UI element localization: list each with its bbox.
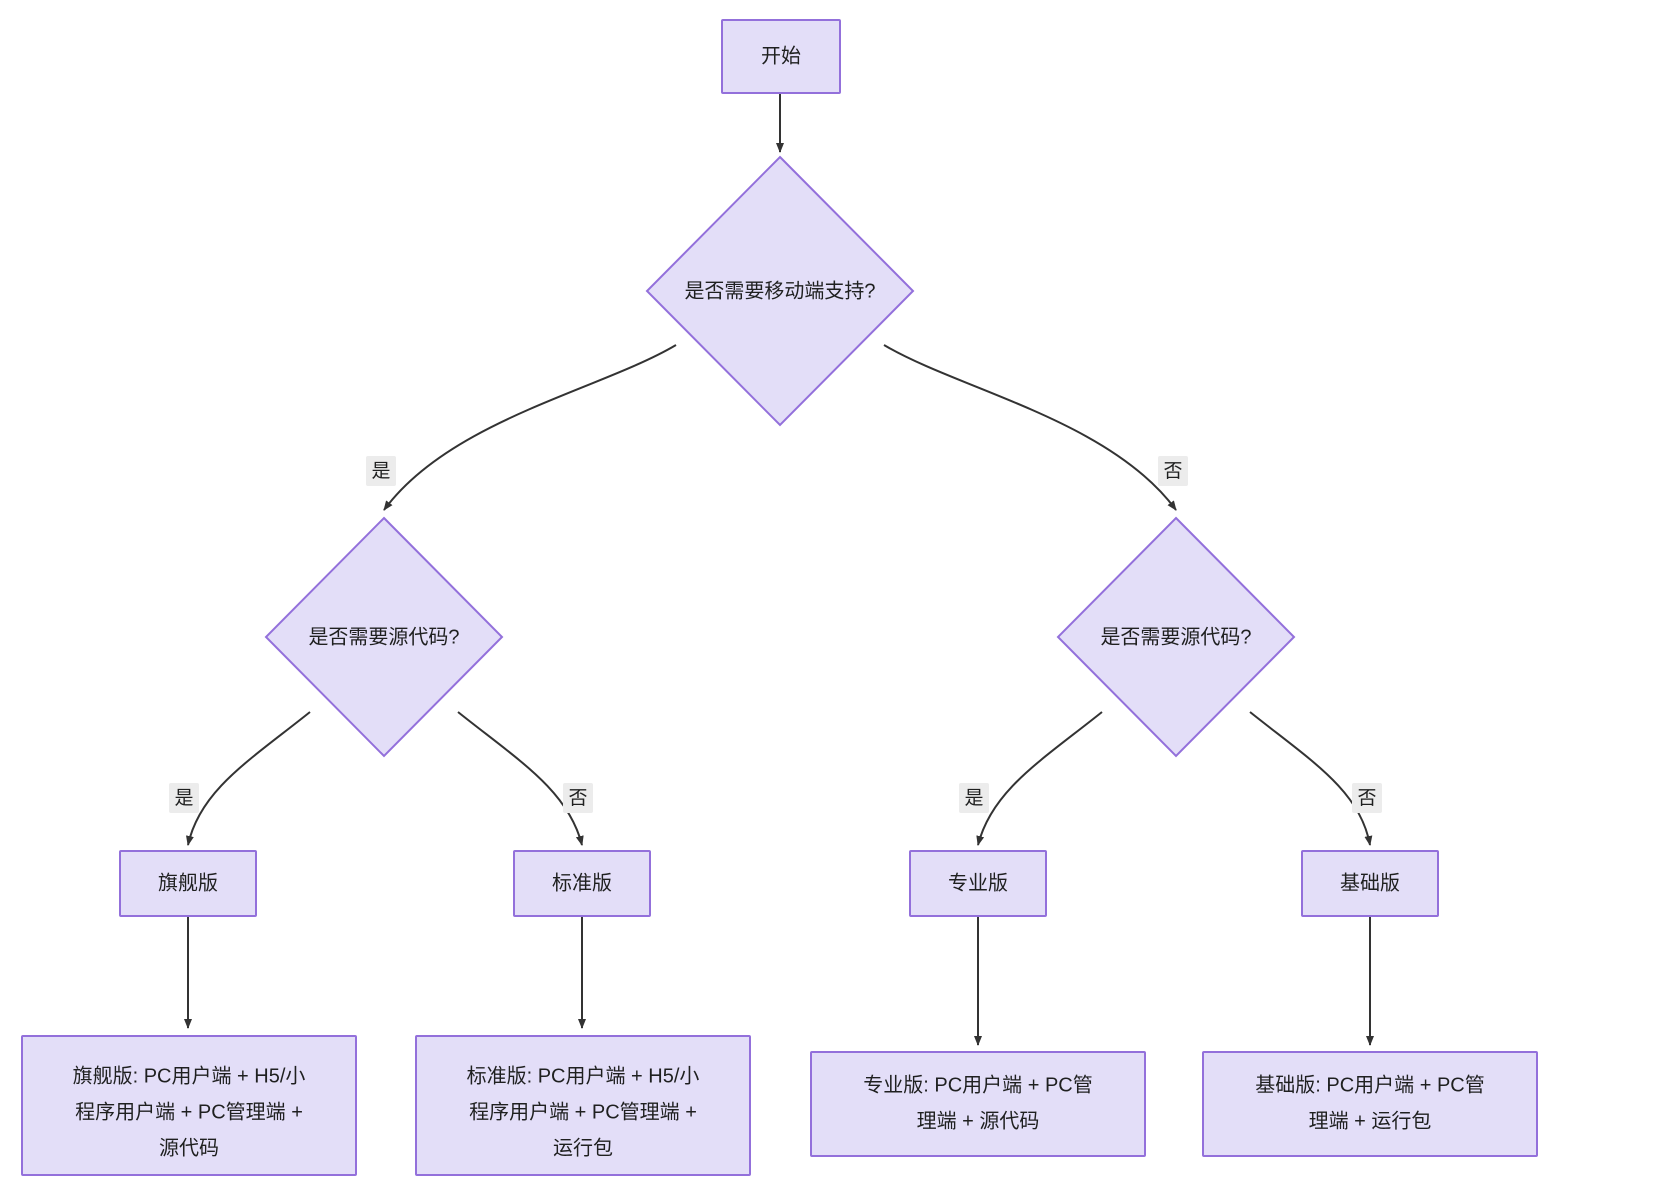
node-decision-source-left-shape[interactable] bbox=[264, 516, 504, 758]
node-professional-shape[interactable] bbox=[909, 850, 1047, 917]
node-basic-detail-line-2: 理端 + 运行包 bbox=[1309, 1109, 1432, 1132]
edge-left-source-no-to-standard bbox=[457, 711, 584, 846]
node-flagship-detail[interactable]: 旗舰版: PC用户端 + H5/小 程序用户端 + PC管理端 + 源代码 bbox=[21, 1035, 357, 1176]
node-basic-detail-shape[interactable] bbox=[1202, 1051, 1538, 1157]
node-standard-detail-line-3: 运行包 bbox=[553, 1136, 613, 1159]
node-flagship-detail-line-3: 源代码 bbox=[159, 1136, 219, 1159]
edge-label-right-source-yes-text: 是 bbox=[964, 788, 983, 809]
edge-mobile-yes-to-left-source bbox=[383, 344, 677, 511]
node-professional-detail-shape[interactable] bbox=[810, 1051, 1146, 1157]
nodes-layer: 开始 是否需要移动端支持? 是否需要源代码? 是否需要源代码? 旗舰版 bbox=[21, 19, 1538, 1176]
edge-label-right-source-yes: 是 bbox=[959, 783, 989, 813]
node-flagship-detail-line-2: 程序用户端 + PC管理端 + bbox=[75, 1100, 303, 1123]
edge-right-source-yes-to-professional bbox=[976, 711, 1103, 846]
edge-left-source-yes-to-flagship bbox=[186, 711, 311, 846]
node-standard-detail-line-2: 程序用户端 + PC管理端 + bbox=[469, 1100, 697, 1123]
node-decision-source-right-shape[interactable] bbox=[1056, 516, 1296, 758]
node-basic-shape[interactable] bbox=[1301, 850, 1439, 917]
node-basic[interactable]: 基础版 bbox=[1301, 850, 1439, 917]
node-standard-detail-shape[interactable] bbox=[415, 1035, 751, 1176]
edge-right-source-no-to-basic bbox=[1249, 711, 1373, 846]
node-start-label: 开始 bbox=[761, 44, 801, 67]
node-decision-mobile-shape[interactable] bbox=[645, 155, 915, 427]
node-flagship-detail-shape[interactable] bbox=[21, 1035, 357, 1176]
node-flagship-detail-line-1: 旗舰版: PC用户端 + H5/小 bbox=[73, 1064, 306, 1087]
node-decision-source-left[interactable]: 是否需要源代码? bbox=[264, 516, 504, 758]
node-basic-detail-line-1: 基础版: PC用户端 + PC管 bbox=[1255, 1073, 1484, 1096]
node-flagship-shape[interactable] bbox=[119, 850, 257, 917]
node-basic-label: 基础版 bbox=[1340, 871, 1400, 894]
node-start-shape[interactable] bbox=[721, 19, 841, 94]
edge-label-left-source-yes-text: 是 bbox=[174, 788, 193, 809]
node-professional-detail[interactable]: 专业版: PC用户端 + PC管 理端 + 源代码 bbox=[810, 1051, 1146, 1157]
node-standard-label: 标准版 bbox=[552, 871, 612, 894]
node-professional-detail-line-2: 理端 + 源代码 bbox=[917, 1109, 1040, 1132]
node-standard-detail-line-1: 标准版: PC用户端 + H5/小 bbox=[467, 1064, 700, 1087]
edge-label-left-source-no-text: 否 bbox=[568, 788, 587, 809]
edge-label-right-source-no: 否 bbox=[1352, 783, 1382, 813]
edge-mobile-no-to-right-source bbox=[883, 344, 1177, 511]
edge-label-right-source-no-text: 否 bbox=[1357, 788, 1376, 809]
edges-layer bbox=[184, 93, 1374, 1046]
node-standard[interactable]: 标准版 bbox=[513, 850, 651, 917]
node-decision-source-left-label: 是否需要源代码? bbox=[308, 625, 459, 648]
edge-label-left-source-no: 否 bbox=[563, 783, 593, 813]
node-professional-detail-line-1: 专业版: PC用户端 + PC管 bbox=[863, 1073, 1092, 1096]
edge-label-mobile-yes: 是 bbox=[366, 456, 396, 486]
node-professional[interactable]: 专业版 bbox=[909, 850, 1047, 917]
node-decision-source-right[interactable]: 是否需要源代码? bbox=[1056, 516, 1296, 758]
edge-label-left-source-yes: 是 bbox=[169, 783, 199, 813]
node-professional-label: 专业版 bbox=[948, 871, 1008, 894]
edge-labels-layer: 是 否 是 否 是 否 bbox=[169, 456, 1382, 813]
node-standard-shape[interactable] bbox=[513, 850, 651, 917]
node-standard-detail[interactable]: 标准版: PC用户端 + H5/小 程序用户端 + PC管理端 + 运行包 bbox=[415, 1035, 751, 1176]
node-start[interactable]: 开始 bbox=[721, 19, 841, 94]
node-basic-detail[interactable]: 基础版: PC用户端 + PC管 理端 + 运行包 bbox=[1202, 1051, 1538, 1157]
edge-label-mobile-no: 否 bbox=[1158, 456, 1188, 486]
node-flagship-label: 旗舰版 bbox=[158, 871, 218, 894]
node-decision-mobile-label: 是否需要移动端支持? bbox=[684, 279, 875, 302]
edge-label-mobile-no-text: 否 bbox=[1163, 461, 1182, 482]
edge-label-mobile-yes-text: 是 bbox=[371, 461, 390, 482]
node-decision-source-right-label: 是否需要源代码? bbox=[1100, 625, 1251, 648]
node-flagship[interactable]: 旗舰版 bbox=[119, 850, 257, 917]
node-decision-mobile[interactable]: 是否需要移动端支持? bbox=[645, 155, 915, 427]
